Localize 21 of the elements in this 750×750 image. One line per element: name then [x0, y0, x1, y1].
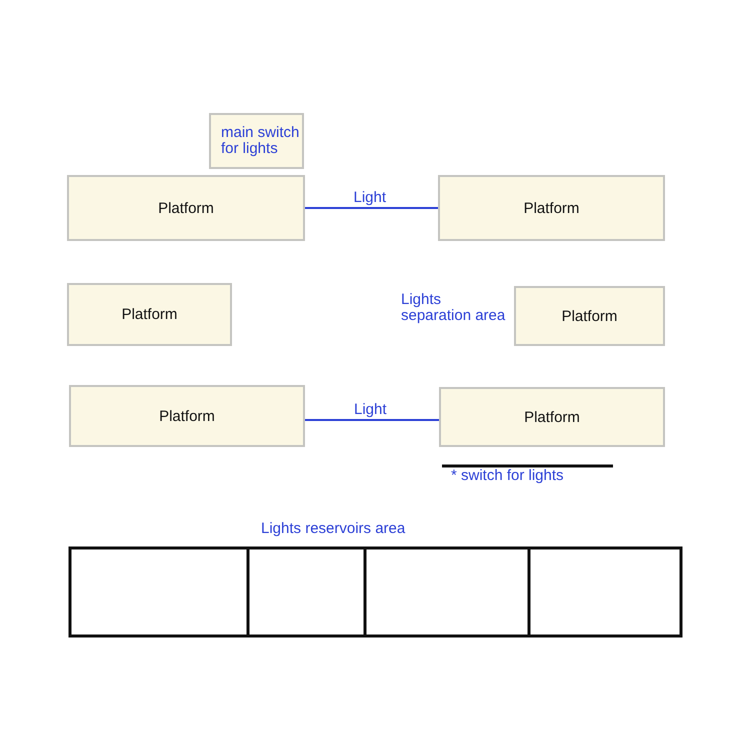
- light-line: [305, 207, 438, 209]
- platform-box: [514, 286, 665, 346]
- switch-label: * switch for lights: [451, 468, 564, 484]
- platform-label: Platform: [524, 200, 580, 216]
- platform-label: Platform: [562, 308, 618, 324]
- edge-label: Light: [354, 190, 386, 206]
- switch-label: main switch for lights: [220, 125, 300, 157]
- platform-box: [67, 175, 305, 241]
- platform-label: Platform: [524, 408, 580, 426]
- platform-label: Platform: [122, 306, 178, 323]
- area-label: Lights reservoirs area: [261, 521, 406, 537]
- light-line: [305, 419, 439, 421]
- platform-box: [67, 283, 232, 346]
- platform-box: [69, 385, 305, 447]
- platform-box: [439, 387, 665, 447]
- area-label: Lights separation area: [401, 292, 506, 324]
- platform-label: Platform: [159, 408, 215, 424]
- switch-box: [209, 113, 304, 169]
- platform-box: [438, 175, 665, 241]
- edge-label: Light: [354, 402, 387, 418]
- platform-label: Platform: [158, 200, 214, 216]
